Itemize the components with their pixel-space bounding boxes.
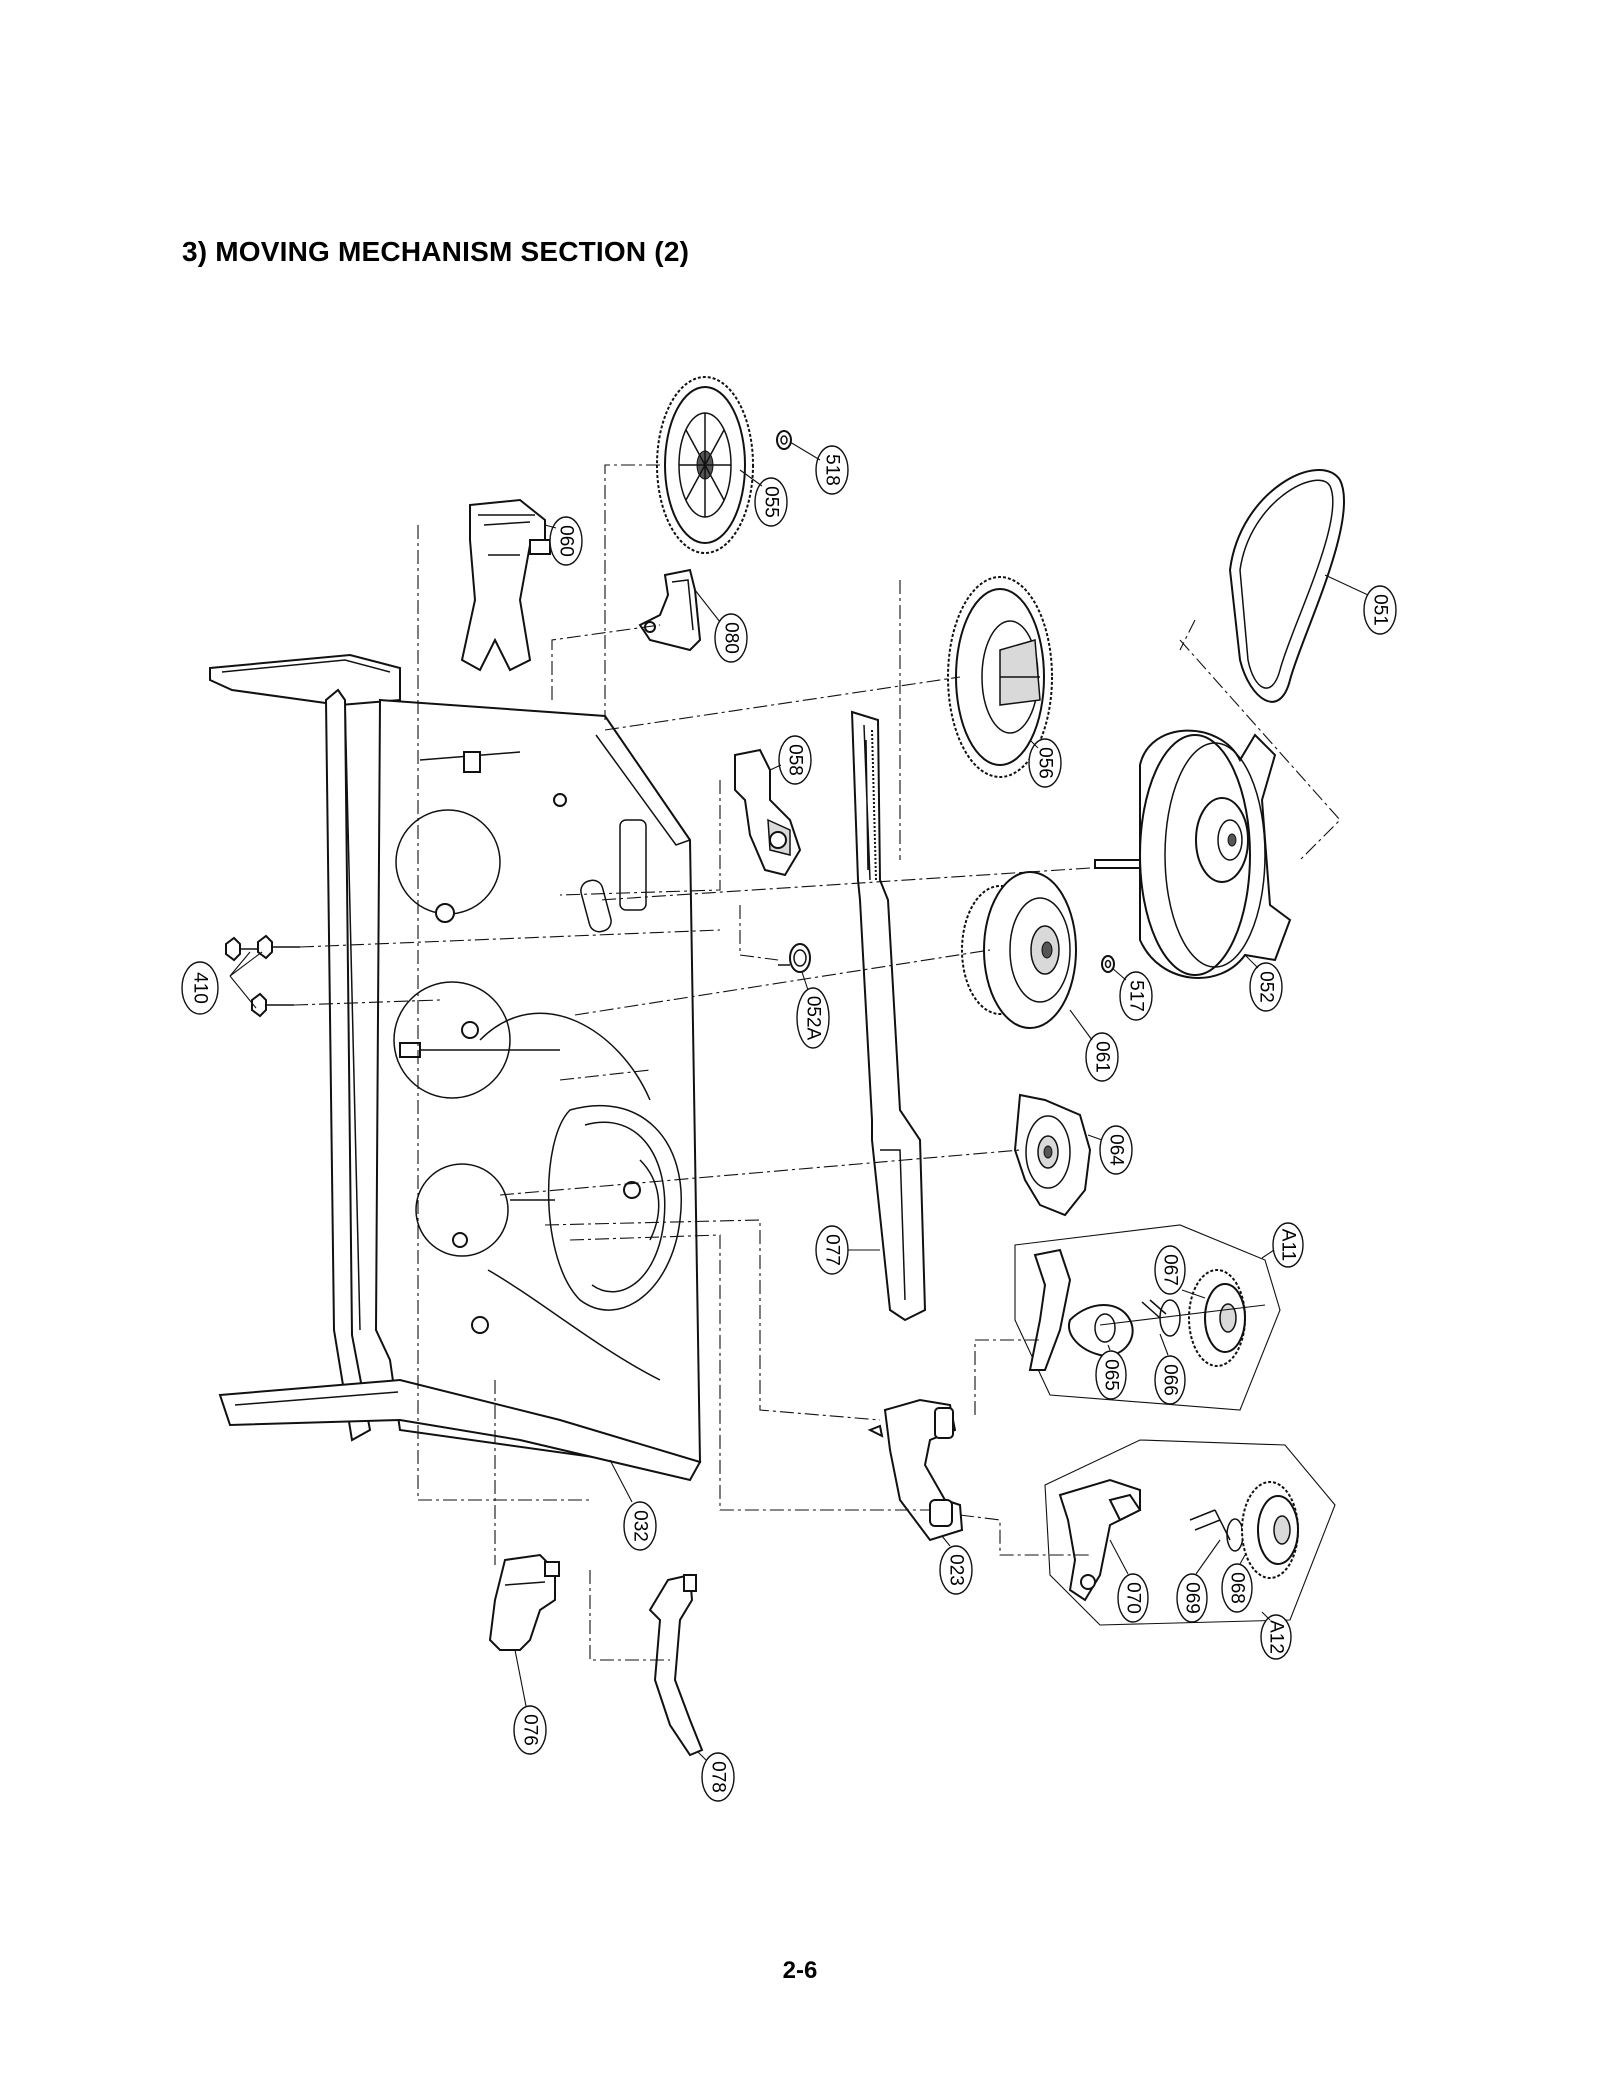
callout-label: 518 — [822, 454, 843, 486]
callout-label: 052A — [803, 996, 824, 1041]
callout-A11: A11 — [1272, 1222, 1304, 1268]
callout-label: 060 — [556, 525, 577, 557]
callout-032: 032 — [623, 1501, 657, 1551]
callout-label: 068 — [1227, 1572, 1248, 1604]
callout-label: 065 — [1101, 1359, 1122, 1391]
washer-518 — [776, 430, 792, 450]
gear-056 — [947, 576, 1053, 778]
callout-label: 058 — [785, 744, 806, 776]
page-title: 3) MOVING MECHANISM SECTION (2) — [182, 236, 690, 267]
callout-051: 051 — [1363, 585, 1397, 635]
callout-070: 070 — [1117, 1573, 1149, 1623]
callout-077: 077 — [815, 1225, 849, 1275]
callout-label: 051 — [1370, 594, 1391, 626]
assembly-A11 — [1014, 1224, 1281, 1411]
callout-064: 064 — [1099, 1125, 1133, 1175]
callout-060: 060 — [549, 516, 583, 566]
callout-061: 061 — [1085, 1032, 1119, 1082]
callout-078: 078 — [701, 1752, 735, 1802]
callout-label: 080 — [721, 622, 742, 654]
callout-label: 067 — [1160, 1254, 1181, 1286]
callout-label: 061 — [1092, 1041, 1113, 1073]
callout-label: 064 — [1106, 1134, 1127, 1166]
callout-label: 032 — [630, 1510, 651, 1542]
callout-label: 023 — [946, 1554, 967, 1586]
callout-label: 066 — [1160, 1364, 1181, 1396]
callout-label: A11 — [1278, 1229, 1299, 1261]
small-gear-052A — [778, 943, 811, 973]
callout-066: 066 — [1154, 1355, 1186, 1405]
callout-068: 068 — [1221, 1563, 1253, 1613]
callout-label: 055 — [761, 486, 782, 518]
motor-pulley-052 — [1094, 729, 1292, 979]
callout-056: 056 — [1028, 738, 1062, 788]
callout-023: 023 — [939, 1545, 973, 1595]
callout-410: 410 — [181, 961, 219, 1015]
callout-label: 069 — [1182, 1582, 1203, 1614]
main-chassis-032 — [209, 653, 702, 1482]
gear-assembly-061 — [961, 871, 1077, 1029]
callout-058: 058 — [778, 735, 812, 785]
callout-label: 410 — [190, 972, 211, 1004]
callout-label: 070 — [1123, 1582, 1144, 1614]
callout-label: A12 — [1266, 1620, 1287, 1654]
callout-label: 056 — [1035, 747, 1056, 779]
callout-052A: 052A — [796, 987, 830, 1049]
gear-055 — [656, 376, 754, 554]
callout-label: 052 — [1256, 971, 1277, 1003]
bracket-080 — [638, 568, 702, 652]
callout-label: 078 — [708, 1761, 729, 1793]
page-number: 2-6 — [782, 1957, 818, 1984]
screws-410 — [225, 929, 721, 1018]
leader-lines — [417, 464, 1341, 1661]
lever-060 — [460, 498, 551, 672]
callout-080: 080 — [714, 613, 748, 663]
cam-064 — [1013, 1093, 1092, 1217]
washer-517 — [1101, 955, 1115, 973]
assembly-A12 — [1044, 1439, 1336, 1626]
lever-023 — [867, 1398, 964, 1542]
lever-078 — [648, 1573, 704, 1757]
callout-067: 067 — [1154, 1245, 1186, 1295]
callout-065: 065 — [1095, 1350, 1127, 1400]
callout-055: 055 — [754, 477, 788, 527]
callout-052: 052 — [1249, 962, 1283, 1012]
callout-518: 518 — [815, 445, 849, 495]
slider-077 — [850, 710, 927, 1322]
callout-A12: A12 — [1260, 1614, 1292, 1660]
callout-label: 076 — [520, 1714, 541, 1746]
bracket-076 — [488, 1553, 560, 1651]
callout-label: 077 — [822, 1234, 843, 1266]
lever-058 — [734, 748, 802, 877]
callout-label: 517 — [1126, 980, 1147, 1012]
belt-051 — [1228, 469, 1346, 703]
callout-076: 076 — [513, 1705, 547, 1755]
callout-517: 517 — [1119, 971, 1153, 1021]
callout-069: 069 — [1176, 1573, 1208, 1623]
